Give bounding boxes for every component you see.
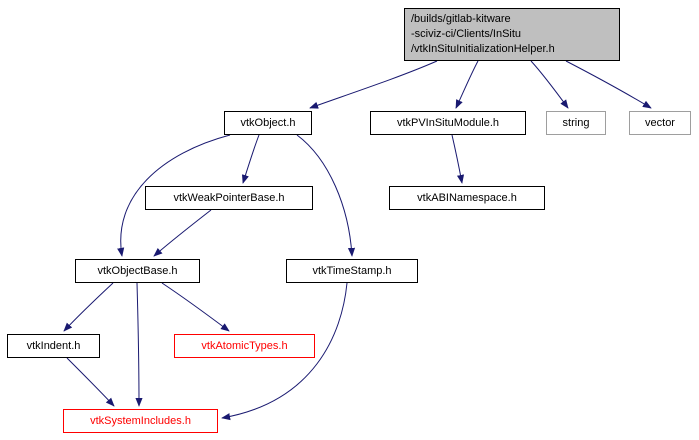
edge-root-string: [530, 60, 569, 109]
node-label: vector: [645, 117, 675, 129]
node-vtkweakpointerbase[interactable]: vtkWeakPointerBase.h: [145, 186, 313, 210]
edge-vtkobjectbase-vtksystemincludes: [135, 282, 143, 407]
edge-vtkobject-vtktimestamp: [296, 134, 356, 257]
node-vtktimestamp[interactable]: vtkTimeStamp.h: [286, 259, 418, 283]
node-label: vtkObject.h: [240, 117, 296, 129]
node-label: vtkSystemIncludes.h: [90, 415, 191, 427]
edge-vtktimestamp-vtksystemincludes: [221, 282, 348, 421]
node-vtksystemincludes[interactable]: vtkSystemIncludes.h: [63, 409, 218, 433]
edge-vtkindent-vtksystemincludes: [66, 357, 115, 407]
node-label: vtkObjectBase.h: [97, 265, 178, 277]
edge-root-vtkpvinsitumodule: [455, 60, 479, 109]
node-vtkatomictypes[interactable]: vtkAtomicTypes.h: [174, 334, 315, 358]
node-vtkobject[interactable]: vtkObject.h: [224, 111, 312, 135]
node-string: string: [546, 111, 606, 135]
node-root-file: /builds/gitlab-kitware -sciviz-ci/Client…: [404, 8, 620, 61]
node-label: vtkABINamespace.h: [417, 192, 517, 204]
node-vtkabinamespace[interactable]: vtkABINamespace.h: [389, 186, 545, 210]
edge-vtkweakpointerbase-vtkobjectbase: [153, 209, 212, 257]
edge-root-vector: [565, 60, 652, 109]
node-label: vtkTimeStamp.h: [312, 265, 392, 277]
node-vtkindent[interactable]: vtkIndent.h: [7, 334, 100, 358]
edge-vtkobject-vtkweakpointerbase: [241, 134, 260, 184]
node-label: vtkAtomicTypes.h: [201, 340, 288, 352]
edge-vtkpvinsitumodule-vtkabinamespace: [451, 134, 465, 184]
node-label: string: [562, 117, 590, 129]
node-label: vtkWeakPointerBase.h: [173, 192, 285, 204]
node-vtkobjectbase[interactable]: vtkObjectBase.h: [75, 259, 200, 283]
node-label: vtkPVInSituModule.h: [396, 117, 500, 129]
edge-vtkobjectbase-vtkindent: [63, 282, 114, 332]
node-label: /builds/gitlab-kitware -sciviz-ci/Client…: [411, 13, 555, 55]
node-vector: vector: [629, 111, 691, 135]
edge-vtkobjectbase-vtkatomictypes: [161, 282, 230, 332]
node-label: vtkIndent.h: [26, 340, 81, 352]
edge-vtkobject-vtkobjectbase: [117, 134, 231, 257]
node-vtkpvinsitumodule[interactable]: vtkPVInSituModule.h: [370, 111, 526, 135]
edge-root-vtkobject: [309, 60, 438, 109]
